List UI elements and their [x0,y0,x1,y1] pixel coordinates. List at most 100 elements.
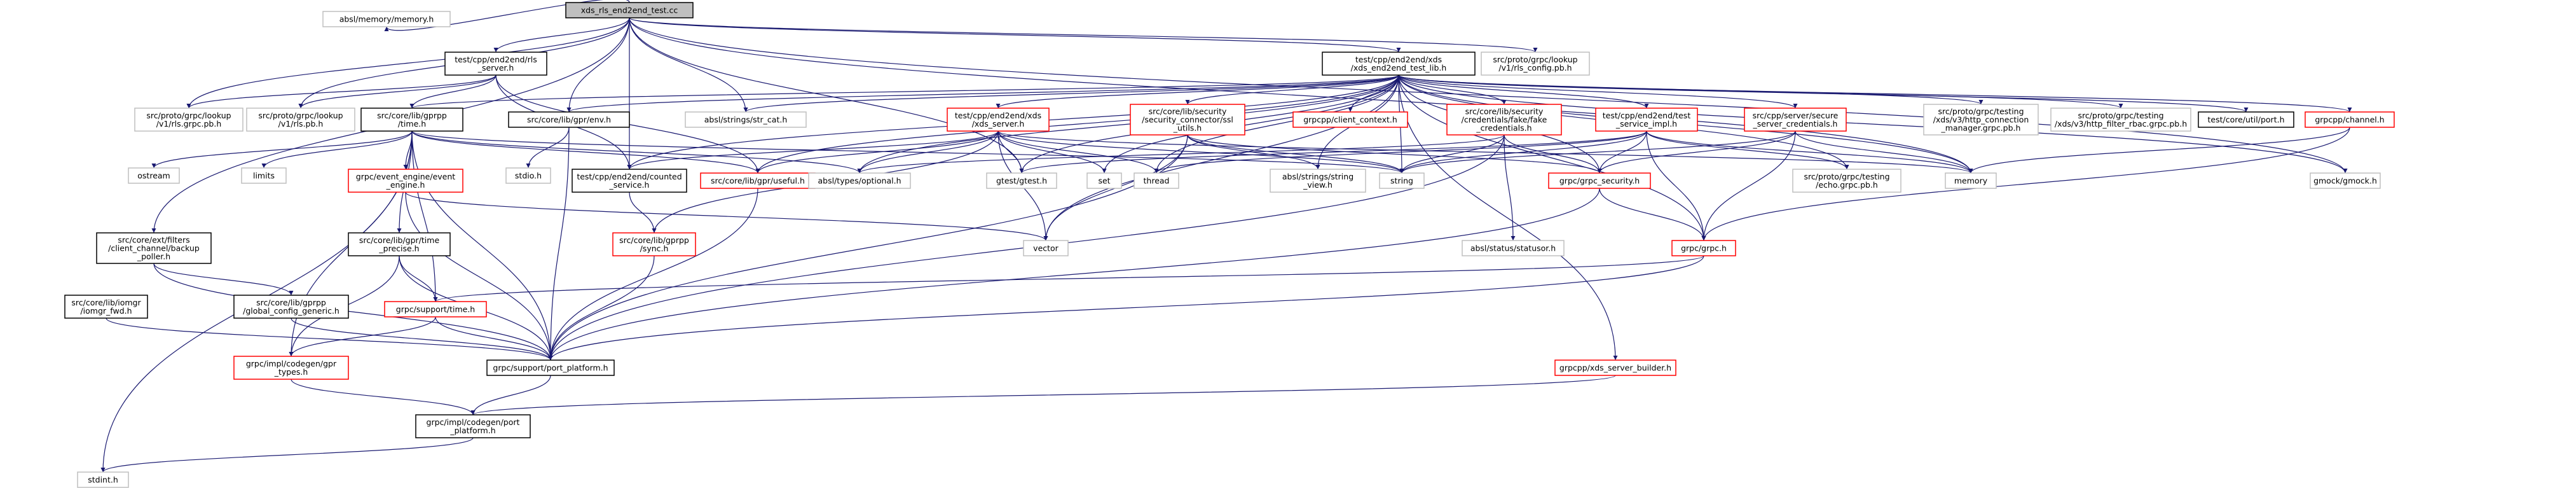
node-string-view[interactable]: absl/strings/string_view.h [1270,169,1366,193]
node-grpc-security[interactable]: grpc/grpc_security.h [1548,172,1651,189]
node-test-svc[interactable]: test/cpp/end2end/test_service_impl.h [1595,108,1698,132]
edge-xds-server-to-optional-h [857,130,999,174]
node-label-line: /xds/v3/http_filter_rbac.grpc.pb.h [2055,119,2187,129]
edge-secure-srv-to-memory-h [1795,130,1973,174]
node-string-h[interactable]: string [1379,172,1425,189]
node-label-line: _view.h [1303,180,1333,190]
node-time-precise[interactable]: src/core/lib/gpr/time_precise.h [348,232,451,256]
node-channel-h[interactable]: grpcpp/channel.h [2305,111,2395,128]
node-rls-server[interactable]: test/cpp/end2end/rls_server.h [444,52,547,76]
edge-rls-server-to-rls-grpc-pb [186,74,497,109]
node-str-cat[interactable]: absl/strings/str_cat.h [685,111,807,128]
node-port-platform[interactable]: grpc/support/port_platform.h [486,359,615,376]
node-label-line: test/cpp/end2end/xds [955,111,1041,120]
edge-xds-lib-to-http-rbac [1398,74,2123,109]
node-label-line: _types.h [274,367,308,377]
node-time-h[interactable]: src/core/lib/gprpp/time.h [360,108,463,132]
edge-test-svc-to-echo-pb [1646,130,1849,170]
edge-xds-lib-to-xds-server [996,74,1399,109]
node-label: set [1098,176,1110,186]
node-absl-memory[interactable]: absl/memory/memory.h [322,11,451,27]
node-box [246,108,355,132]
node-label: src/core/lib/security/credentials/fake/f… [1462,107,1547,133]
node-echo-pb[interactable]: src/proto/grpc/testing/echo.grpc.pb.h [1792,169,1901,193]
node-sync-h[interactable]: src/core/lib/gprpp/sync.h [612,232,696,256]
node-rls-pb[interactable]: src/proto/grpc/lookup/v1/rls.pb.h [246,108,355,132]
node-thread-h[interactable]: thread [1134,172,1179,189]
node-support-time[interactable]: grpc/support/time.h [384,301,487,317]
edge-rls-server-to-rls-pb [298,74,497,109]
node-label-line: src/core/ext/filters [118,235,189,245]
node-statusor[interactable]: absl/status/statusor.h [1462,240,1565,256]
node-label-line: set [1098,176,1110,186]
node-label: string [1390,176,1413,186]
edge-xds-server-to-counted-svc [627,130,999,170]
edge-xds-server-to-thread-h [997,130,1159,174]
node-http-conn[interactable]: src/proto/grpc/testing/xds/v3/http_conne… [1923,104,2039,136]
edge-test-svc-to-string-h [1399,130,1647,174]
node-label: src/core/lib/gpr/env.h [527,115,611,125]
node-counted-svc[interactable]: test/cpp/end2end/counted_service.h [572,169,687,193]
node-label-line: test/cpp/end2end/test [1603,111,1691,120]
node-xds-lib[interactable]: test/cpp/end2end/xds/xds_end2end_test_li… [1322,52,1476,76]
node-secure-srv[interactable]: src/cpp/server/secure_server_credentials… [1744,108,1847,132]
node-codegen-port[interactable]: grpc/impl/codegen/port_platform.h [415,414,531,438]
node-box [64,295,148,319]
edge-xds-lib-to-sec-conn [1185,74,1399,105]
node-label-line: _service_impl.h [1615,119,1677,129]
node-optional-h[interactable]: absl/types/optional.h [808,172,911,189]
node-env-h[interactable]: src/core/lib/gpr/env.h [508,111,630,128]
node-stdio[interactable]: stdio.h [505,167,551,184]
edge-xds-server-to-set-h [997,130,1107,174]
node-vector-h[interactable]: vector [1023,240,1069,256]
node-xds-server[interactable]: test/cpp/end2end/xds/xds_server.h [947,108,1050,132]
node-label-line: test/cpp/end2end/counted [577,172,682,181]
node-global-cfg[interactable]: src/core/lib/gprpp/global_config_generic… [233,295,349,319]
node-label: grpc/support/time.h [396,305,475,314]
node-client-ctx[interactable]: grpcpp/client_context.h [1292,111,1408,128]
node-label-line: grpc/support/time.h [396,305,475,314]
edge-port-platform-to-codegen-port [470,375,551,415]
node-gtest-h[interactable]: gtest/gtest.h [986,172,1057,189]
node-label-line: vector [1033,244,1059,253]
edge-xds-lib-to-util-port [1398,74,2249,113]
node-label: grpcpp/client_context.h [1303,115,1397,125]
edge-fake-creds-to-string-h [1399,134,1505,174]
node-gmock-h[interactable]: gmock/gmock.h [2310,172,2381,189]
node-root[interactable]: xds_rls_end2end_test.cc [565,2,694,18]
node-box [612,232,696,256]
node-stdint[interactable]: stdint.h [77,471,129,488]
edge-time-precise-to-support-time [399,255,438,302]
node-iomgr-fwd[interactable]: src/core/lib/iomgr/iomgr_fwd.h [64,295,148,319]
node-rls-grpc-pb[interactable]: src/proto/grpc/lookup/v1/rls.grpc.pb.h [134,108,243,132]
node-rls-config-pb[interactable]: src/proto/grpc/lookup/v1/rls_config.pb.h [1481,52,1590,76]
node-event-engine[interactable]: grpc/event_engine/event_engine.h [348,169,463,193]
node-box [1481,52,1590,76]
node-xds-builder[interactable]: grpcpp/xds_server_builder.h [1554,359,1676,376]
node-label-line: stdint.h [88,475,118,485]
node-fake-creds[interactable]: src/core/lib/security/credentials/fake/f… [1446,104,1562,136]
edge-env-h-to-stdio [526,127,570,169]
node-ostream[interactable]: ostream [128,167,180,184]
node-http-rbac[interactable]: src/proto/grpc/testing/xds/v3/http_filte… [2050,108,2191,132]
edge-support-time-to-port-platform [435,316,553,361]
node-limits[interactable]: limits [241,167,287,184]
node-box [2305,111,2395,128]
edge-sec-conn-to-grpc-security [1187,134,1602,174]
node-memory-h[interactable]: memory [1945,172,1997,189]
node-label: memory [1954,176,1988,186]
node-grpc-h[interactable]: grpc/grpc.h [1671,240,1736,256]
node-label-line: grpc/impl/codegen/gpr [246,359,337,368]
node-gpr-types[interactable]: grpc/impl/codegen/gpr_types.h [233,356,349,380]
edge-time-h-to-limits [261,130,413,169]
node-label-line: /iomgr_fwd.h [80,306,132,316]
node-box [1379,172,1425,189]
node-useful-h[interactable]: src/core/lib/gpr/useful.h [700,172,816,189]
node-label: grpc/support/port_platform.h [493,363,608,373]
node-label-line: test/core/util/port.h [2207,115,2284,125]
node-sec-conn[interactable]: src/core/lib/security/security_connector… [1130,104,1245,136]
node-util-port[interactable]: test/core/util/port.h [2198,111,2294,128]
node-backup-poller[interactable]: src/core/ext/filters/client_channel/back… [96,232,212,264]
node-set-h[interactable]: set [1086,172,1122,189]
